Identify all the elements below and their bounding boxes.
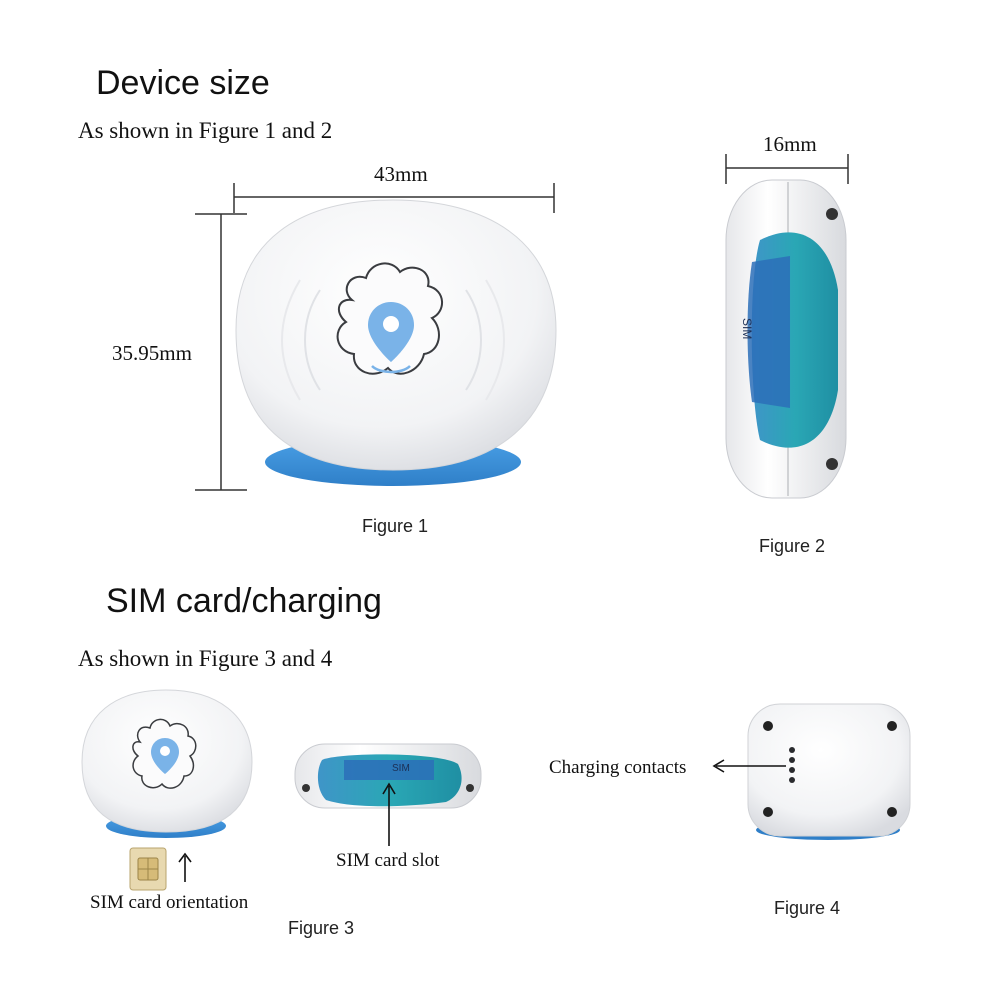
sim-slot-arrow xyxy=(382,782,396,846)
charging-contacts-label: Charging contacts xyxy=(549,757,687,778)
location-pin-icon xyxy=(368,302,414,374)
charging-arrow xyxy=(712,759,786,773)
up-arrow-icon xyxy=(178,852,192,882)
section-subtitle-1: As shown in Figure 1 and 2 xyxy=(78,118,333,143)
device-side-view xyxy=(725,179,847,499)
charging-contact-pins xyxy=(789,747,795,783)
height-label: 35.95mm xyxy=(112,341,192,365)
device-front-small xyxy=(81,689,253,838)
sim-card-chip-icon xyxy=(129,847,167,891)
sim-slot-label: SIM card slot xyxy=(336,850,440,871)
device-back-view xyxy=(747,703,911,840)
figure-1-caption: Figure 1 xyxy=(362,516,429,536)
sim-slot-text-side: SIM xyxy=(740,318,754,340)
sim-slot-horizontal xyxy=(344,760,434,780)
sim-orientation-label: SIM card orientation xyxy=(90,892,249,913)
figure-2-caption: Figure 2 xyxy=(759,536,826,556)
sim-slot-cover xyxy=(747,256,790,408)
device-side-horizontal xyxy=(294,743,482,809)
device-front-view xyxy=(235,199,557,486)
figure-4-caption: Figure 4 xyxy=(774,898,841,918)
section-title-sim-charging: SIM card/charging xyxy=(106,582,382,620)
height-dimension-line xyxy=(195,213,247,491)
width-label: 43mm xyxy=(374,162,428,186)
width-dimension-line xyxy=(233,183,555,213)
location-pin-icon-small xyxy=(151,738,179,774)
figure-3-caption: Figure 3 xyxy=(288,918,355,938)
section-subtitle-2: As shown in Figure 3 and 4 xyxy=(78,646,333,671)
thickness-label: 16mm xyxy=(763,132,817,156)
thickness-dimension-line xyxy=(725,154,849,184)
section-title-device-size: Device size xyxy=(96,64,270,102)
sim-slot-text-horizontal: SIM xyxy=(392,763,410,774)
